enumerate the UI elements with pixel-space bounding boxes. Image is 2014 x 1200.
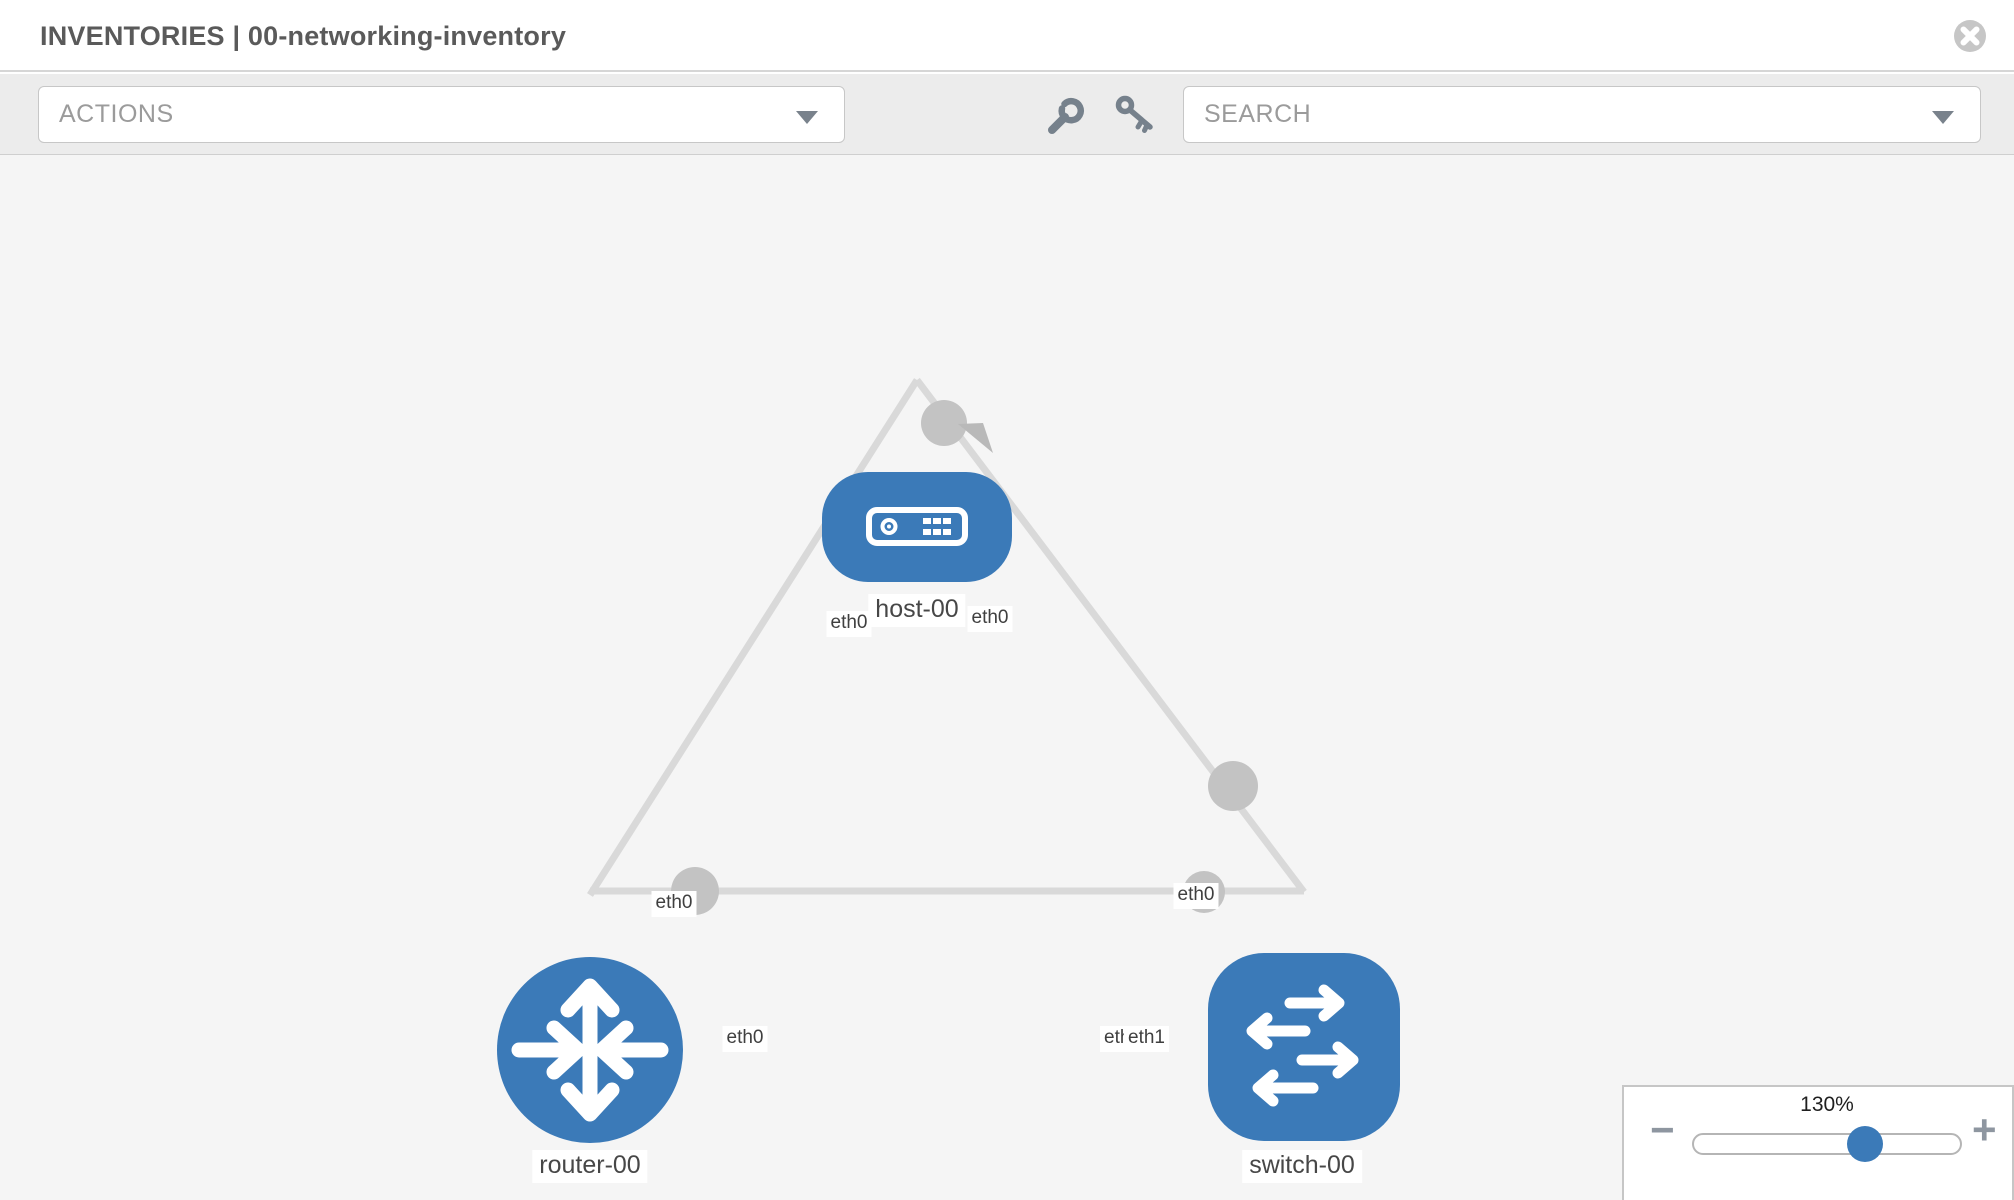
iface-label-router-eth0: eth0 xyxy=(651,891,697,917)
topology-canvas[interactable]: host-00 router-00 switch-00 eth0 eth0 et… xyxy=(0,155,2014,1200)
link-host-router[interactable] xyxy=(587,378,920,897)
wrench-icon xyxy=(1048,97,1084,134)
credentials-button[interactable] xyxy=(1114,94,1156,136)
zoom-slider-track[interactable] xyxy=(1692,1133,1962,1155)
host-icon xyxy=(866,507,968,546)
node-label-router: router-00 xyxy=(532,1150,648,1183)
zoom-control-panel: 130% − + xyxy=(1622,1085,2014,1200)
iface-label-host-eth0-2: eth0 xyxy=(967,606,1013,632)
actions-dropdown-label: ACTIONS xyxy=(59,100,174,128)
panel-header: INVENTORIES | 00-networking-inventory xyxy=(0,0,2014,72)
iface-label-host-eth0: eth0 xyxy=(826,611,872,637)
node-router-00[interactable] xyxy=(497,957,683,1143)
zoom-slider-handle[interactable] xyxy=(1847,1126,1883,1162)
link-host-switch[interactable] xyxy=(914,377,1307,895)
close-button[interactable] xyxy=(1952,18,1988,54)
chevron-down-icon xyxy=(1932,111,1954,124)
actions-dropdown[interactable]: ACTIONS xyxy=(38,86,845,143)
link-arrowhead xyxy=(958,423,993,453)
search-dropdown-label: SEARCH xyxy=(1204,100,1312,128)
search-dropdown[interactable]: SEARCH xyxy=(1183,86,1981,143)
close-icon xyxy=(1954,20,1986,52)
iface-label-switch-eth0: eth0 xyxy=(1173,883,1219,909)
node-switch-00[interactable] xyxy=(1208,953,1400,1141)
connector-switch-eth0[interactable] xyxy=(1208,761,1258,811)
iface-label-router-mid-eth0: eth0 xyxy=(722,1026,768,1052)
router-icon xyxy=(511,978,669,1122)
connector-host-eth0[interactable] xyxy=(921,400,967,446)
zoom-out-button[interactable]: − xyxy=(1650,1106,1675,1153)
iface-label-switch-eth1: eth1 xyxy=(1124,1026,1169,1052)
zoom-in-button[interactable]: + xyxy=(1972,1106,1997,1153)
node-host-00[interactable] xyxy=(822,472,1012,582)
toolbar: ACTIONS SEARCH xyxy=(0,74,2014,155)
key-icon xyxy=(1115,95,1153,133)
chevron-down-icon xyxy=(796,111,818,124)
tools-button[interactable] xyxy=(1044,94,1086,136)
node-label-switch: switch-00 xyxy=(1242,1150,1362,1183)
page-title: INVENTORIES | 00-networking-inventory xyxy=(40,21,567,51)
zoom-level-label: 130% xyxy=(1800,1093,1854,1116)
switch-icon xyxy=(1246,984,1359,1107)
node-label-host: host-00 xyxy=(868,594,966,627)
